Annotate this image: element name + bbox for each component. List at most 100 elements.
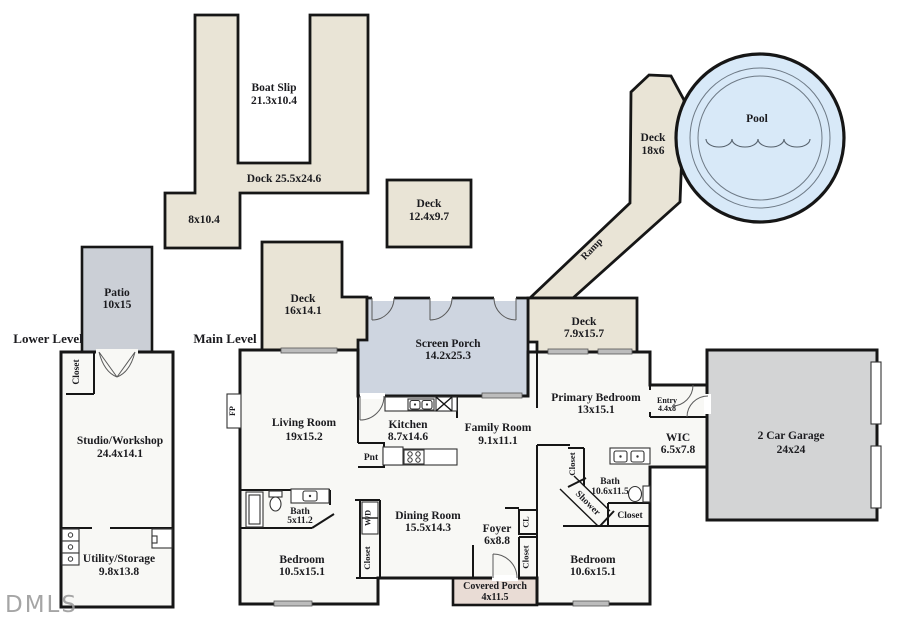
fridge-icon (382, 446, 404, 466)
bedroom-front-closet-label: Closet (362, 546, 372, 570)
pool-inner-ring-2 (697, 75, 823, 201)
pool-inner-ring-1 (689, 67, 831, 209)
living-room-dims: 19x15.2 (285, 431, 323, 443)
primary-bath-label: Bath (600, 477, 620, 487)
patio-door-gap (96, 349, 138, 355)
boat-slip-dims: 21.3x10.4 (251, 95, 297, 107)
living-slider-sill (280, 347, 338, 354)
garage-dims: 24x24 (777, 444, 806, 456)
patio-shape (80, 245, 154, 354)
foyer-cl-label: CL (522, 516, 531, 527)
utility-appliance-stack-icon (61, 528, 80, 566)
water-deck-dims: 12.4x9.7 (409, 211, 450, 223)
porch-door-gap-3 (494, 295, 516, 301)
utility-label: Utility/Storage (83, 553, 155, 565)
water-deck-shape (385, 178, 473, 249)
wic-dims: 6.5x7.8 (661, 444, 696, 456)
garage-entry-door-gap (704, 394, 711, 414)
primary-toilet-bowl-icon (627, 485, 643, 503)
bath-dims: 5x11.2 (287, 516, 313, 526)
bedroom-front-window-sill (273, 600, 313, 607)
kitchen-label: Kitchen (389, 419, 429, 431)
stove-burners-icon (407, 451, 421, 463)
primary-slider-sill-2 (597, 348, 633, 355)
kitchen-dims: 8.7x14.6 (388, 431, 429, 443)
water-deck-label: Deck (417, 198, 443, 210)
dock-label: Dock 25.5x24.6 (247, 173, 322, 185)
bath-toilet-tank (268, 490, 283, 498)
main-level-label: Main Level (193, 331, 257, 346)
family-room-label: Family Room (465, 422, 532, 434)
pool-label: Pool (746, 113, 768, 125)
studio-label: Studio/Workshop (77, 435, 163, 447)
foyer-cl-closet (518, 509, 538, 535)
wic-label: WIC (666, 432, 690, 444)
bath-sink-drain (308, 494, 312, 498)
dock-shape (163, 13, 370, 250)
bedroom-front-dims: 10.5x15.1 (279, 566, 325, 578)
boat-slip-label: Boat Slip (251, 82, 296, 94)
kitchen-window-x (435, 396, 453, 412)
porch-door-gap-2 (430, 295, 452, 301)
sink-drain-left (413, 403, 417, 406)
bedroom-rear-window-sill (572, 600, 610, 607)
door-arcs (98, 297, 709, 579)
side-deck-dims: 16x14.1 (284, 305, 322, 317)
pool-water-icon (705, 138, 811, 148)
entry-dims: 4.4x8 (658, 404, 676, 413)
dining-room-dims: 15.5x14.3 (405, 522, 451, 534)
screen-porch-label: Screen Porch (415, 338, 481, 350)
rear-deck-dims: 7.9x15.7 (564, 328, 605, 340)
primary-bedroom-label: Primary Bedroom (551, 392, 641, 404)
door-leaf-marks (311, 477, 615, 529)
primary-bath-closet-left-label: Closet (567, 452, 577, 476)
fireplace-icon (226, 393, 242, 429)
covered-porch-dims: 4x11.5 (482, 592, 509, 603)
patio-dims: 10x15 (103, 299, 132, 311)
primary-bath-closet-bottom-label: Closet (617, 511, 643, 521)
pool-deck-ramp-shape (526, 73, 686, 300)
covered-porch-label: Covered Porch (463, 581, 527, 592)
rear-deck-label: Deck (572, 316, 598, 328)
family-slider-sill (481, 392, 523, 399)
garage-shape (705, 348, 879, 522)
pool-deck-dims: 18x6 (642, 145, 665, 157)
side-deck-label: Deck (291, 293, 317, 305)
bath-shower-inner (248, 494, 261, 525)
porch-door-gap-1 (372, 295, 394, 301)
foyer-label: Foyer (483, 523, 512, 535)
lower-closet-label: Closet (72, 359, 82, 385)
primary-toilet-tank (642, 485, 651, 503)
primary-slider-sill-1 (547, 348, 589, 355)
washer-dryer-label: W/D (364, 510, 373, 526)
living-room-label: Living Room (272, 417, 337, 429)
utility-dims: 9.8x13.8 (99, 566, 140, 578)
bath-label: Bath (290, 507, 310, 517)
entry-label: Entry (657, 396, 677, 405)
bedroom-front-label: Bedroom (279, 554, 325, 566)
garage-label: 2 Car Garage (758, 430, 825, 442)
shower-enclosure (559, 475, 611, 527)
sink-drain-right (425, 403, 429, 406)
primary-bath-dims: 10.6x11.5 (591, 487, 629, 497)
bedroom-rear-dims: 10.6x15.1 (570, 566, 616, 578)
screen-porch-dims: 14.2x25.3 (425, 350, 471, 362)
primary-sink-drain-left (619, 455, 622, 458)
garage-door-top (870, 361, 882, 425)
dining-room-label: Dining Room (395, 510, 461, 522)
kitchen-door-gap (360, 393, 385, 399)
pantry-label: Pnt (364, 453, 379, 463)
lower-level-label: Lower Level (13, 331, 83, 346)
dock-finger-dims: 8x10.4 (188, 214, 220, 226)
bath-toilet-bowl-icon (269, 496, 282, 512)
foyer-dims: 6x8.8 (484, 535, 510, 547)
primary-bedroom-dims: 13x15.1 (577, 404, 615, 416)
bedroom-rear-label: Bedroom (570, 554, 616, 566)
pool-shape (674, 52, 846, 224)
stove-icon (403, 449, 425, 465)
watermark: DMLS (5, 592, 78, 618)
primary-sink-drain-right (636, 455, 639, 458)
garage-door-bottom (870, 445, 882, 509)
